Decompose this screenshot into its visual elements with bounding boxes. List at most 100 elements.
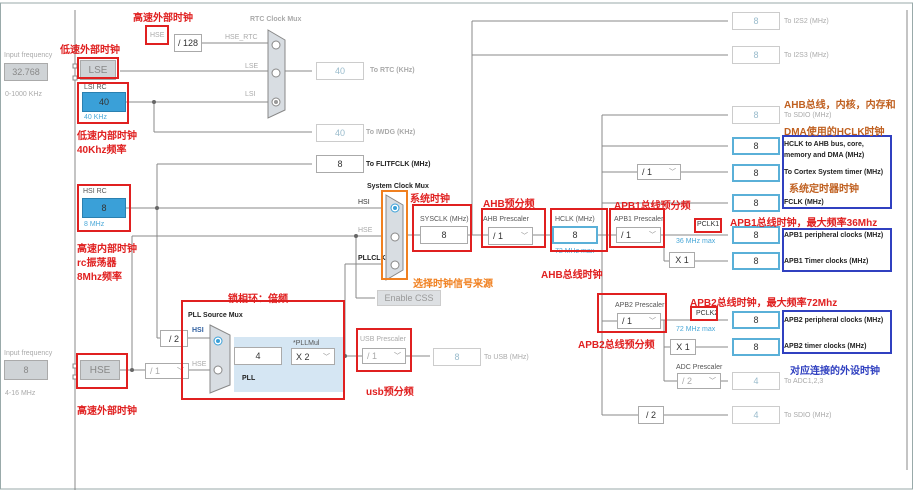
- apb2-timer-multiplier: X 1: [670, 339, 696, 355]
- pllmul-select[interactable]: X 2 ﹀: [291, 348, 335, 365]
- output-value-apb1-peripheral[interactable]: 8: [732, 226, 780, 244]
- hsi-rc-value: 8: [82, 198, 126, 218]
- output-value-i2s2[interactable]: 8: [732, 12, 780, 30]
- usb-prescaler-value: / 1: [367, 351, 378, 361]
- annotation-box-hclk: [550, 208, 608, 252]
- output-value-hclk[interactable]: 8: [732, 137, 780, 155]
- hse-frequency-input[interactable]: 8: [4, 360, 48, 380]
- pll-hse-label: HSE: [192, 361, 207, 368]
- chevron-down-icon: ﹀: [521, 233, 528, 240]
- apb1-prescaler-value: / 1: [621, 230, 632, 240]
- lse-source[interactable]: LSE: [80, 60, 116, 80]
- output-label-hclk: HCLK to AHB bus, core, memory and DMA (M…: [784, 141, 865, 159]
- annotation-box-lse: [77, 57, 119, 79]
- to-iwdg-value[interactable]: 40: [316, 124, 364, 142]
- system-clock-mux-label: System Clock Mux: [367, 183, 429, 190]
- output-value-fclk[interactable]: 8: [732, 194, 780, 212]
- output-label-apb1-timer: APB1 Timer clocks (MHz): [784, 258, 869, 265]
- chevron-down-icon: ﹀: [323, 353, 330, 361]
- output-label-fclk: FCLK (MHz): [784, 199, 824, 206]
- output-value-sdio-2[interactable]: 4: [732, 406, 780, 424]
- annotation-apb1-bus: APB1总线时钟，最大频率36Mhz: [730, 218, 878, 229]
- annotation-box-usb: [356, 328, 412, 372]
- annotation-hse-bottom: 高速外部时钟: [77, 406, 137, 417]
- hclk-value[interactable]: 8: [552, 226, 598, 244]
- annotation-hsi-1: 高速内部时钟: [77, 244, 137, 255]
- pllmul-value: X 2: [296, 351, 310, 362]
- chevron-down-icon: ﹀: [649, 232, 656, 239]
- output-value-cortex-timer[interactable]: 8: [732, 164, 780, 182]
- hsi-unit: 8 MHz: [84, 221, 105, 228]
- adc-prescaler-value: / 2: [682, 376, 693, 386]
- output-label-adc: To ADC1,2,3: [784, 378, 824, 385]
- annotation-apb2-prescaler: APB2总线预分频: [578, 340, 655, 351]
- annotation-box-apb2: [597, 293, 667, 333]
- annotation-box-pll: [181, 300, 345, 400]
- lsi-unit: 40 KHz: [84, 114, 107, 121]
- ahb-prescaler-select[interactable]: / 1 ﹀: [488, 227, 533, 245]
- apb2-prescaler-label: APB2 Prescaler: [615, 302, 665, 309]
- hse-predivider-select[interactable]: / 1 ﹀: [145, 363, 189, 379]
- to-rtc-value[interactable]: 40: [316, 62, 364, 80]
- lse-frequency-input[interactable]: 32.768: [4, 63, 48, 81]
- hse-source[interactable]: HSE: [80, 360, 120, 380]
- pll-hsi-label: HSI: [192, 327, 204, 334]
- lsi-rc-value: 40: [82, 92, 126, 112]
- sysclk-label: SYSCLK (MHz): [420, 216, 469, 223]
- annotation-box-lsi: [77, 82, 129, 124]
- sdio-divider: / 2: [638, 406, 664, 424]
- output-value-adc[interactable]: 4: [732, 372, 780, 390]
- annotation-box-ahb-outputs: [782, 135, 892, 209]
- annotation-box-hse: [76, 353, 128, 389]
- adc-prescaler-label: ADC Prescaler: [676, 364, 723, 371]
- pll-source-mux-label: PLL Source Mux: [188, 312, 243, 319]
- annotation-hclk-2: DMA使用的HCLK时钟: [784, 127, 885, 138]
- annotation-box-pclk1: [694, 218, 722, 233]
- lse-range-label: 0-1000 KHz: [5, 91, 42, 98]
- hse-small-label: HSE: [150, 32, 165, 39]
- sysmux-hse-label: HSE: [358, 227, 373, 234]
- pll-input-value[interactable]: 4: [234, 347, 282, 365]
- usb-prescaler-label: USB Prescaler: [360, 336, 406, 343]
- output-label-i2s3: To I2S3 (MHz): [784, 52, 829, 59]
- annotation-apb2-bus: APB2总线时钟，最大频率72Mhz: [690, 298, 838, 309]
- output-value-apb2-timer[interactable]: 8: [732, 338, 780, 356]
- output-label-i2s2: To I2S2 (MHz): [784, 18, 829, 25]
- output-value-apb1-timer[interactable]: 8: [732, 252, 780, 270]
- hse-predivider-value: / 1: [150, 366, 161, 376]
- annotation-box-hsi: [77, 184, 131, 232]
- annotation-lsi-2: 40Khz频率: [77, 145, 127, 156]
- annotation-lse: 低速外部时钟: [60, 45, 120, 56]
- hse-rtc-label: HSE_RTC: [225, 34, 258, 41]
- adc-prescaler-select[interactable]: / 2﹀: [677, 373, 721, 389]
- apb1-prescaler-select[interactable]: / 1 ﹀: [616, 227, 661, 243]
- ahb-prescaler-value: / 1: [493, 231, 504, 241]
- to-rtc-label: To RTC (KHz): [370, 67, 415, 74]
- flitfclk-value[interactable]: 8: [316, 155, 364, 173]
- apb2-prescaler-select[interactable]: / 1﹀: [617, 313, 661, 329]
- to-usb-value[interactable]: 8: [433, 348, 481, 366]
- output-value-apb2-peripheral[interactable]: 8: [732, 311, 780, 329]
- sysmux-pllclk-label: PLLCLK: [358, 255, 386, 262]
- annotation-box-sysmux: [381, 190, 408, 280]
- output-value-sdio[interactable]: 8: [732, 106, 780, 124]
- annotation-box-pclk2: [690, 306, 718, 321]
- apb2-max: 72 MHz max: [676, 326, 716, 333]
- apb1-prescaler-label: APB1 Prescaler: [614, 216, 664, 223]
- sysmux-hsi-label: HSI: [358, 199, 370, 206]
- enable-css-button[interactable]: Enable CSS: [377, 290, 441, 306]
- output-label-sdio: To SDIO (MHz): [784, 112, 832, 119]
- rtc-lse-label: LSE: [245, 63, 259, 70]
- apb1-max: 36 MHz max: [676, 238, 716, 245]
- output-value-i2s3[interactable]: 8: [732, 46, 780, 64]
- usb-prescaler-select[interactable]: / 1﹀: [362, 348, 406, 364]
- annotation-systick: 系统定时器时钟: [789, 184, 859, 195]
- chevron-down-icon: ﹀: [177, 368, 184, 375]
- annotation-pll: 锁相环：倍频: [228, 294, 288, 305]
- sysclk-value[interactable]: 8: [420, 226, 468, 244]
- cortex-divider-select[interactable]: / 1﹀: [637, 164, 681, 180]
- annotation-select-source: 选择时钟信号来源: [413, 279, 493, 290]
- annotation-usb: usb预分频: [366, 387, 414, 398]
- output-label-sdio-2: To SDIO (MHz): [784, 412, 832, 419]
- cortex-divider-value: / 1: [642, 167, 653, 177]
